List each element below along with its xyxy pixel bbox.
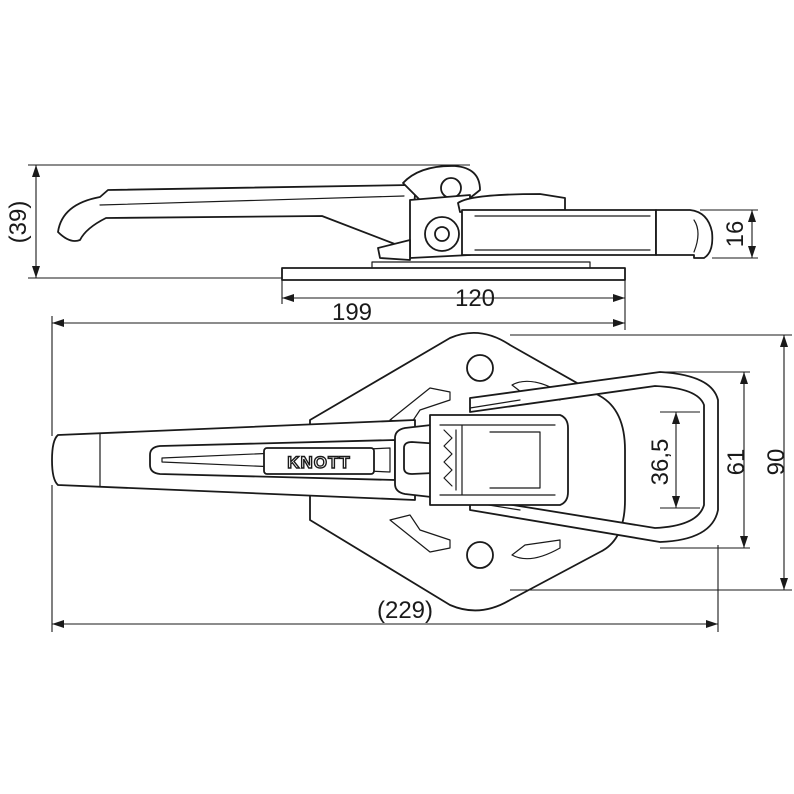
dim-hook-height: 16 — [700, 209, 758, 259]
dim-inner-width: 36,5 — [647, 411, 700, 509]
inner-width-label: 36,5 — [647, 439, 674, 486]
brand-plate: KNOTT — [263, 447, 375, 475]
side-strap-inner — [474, 215, 651, 251]
side-view — [57, 165, 714, 281]
mechanism-detail — [439, 424, 556, 496]
side-hook-inner — [693, 219, 699, 253]
dimensions: (39) 16 120 199 — [5, 164, 792, 632]
dim-height-side: (39) — [5, 164, 470, 279]
side-lower-lug — [377, 239, 411, 261]
mount-hole-bottom — [466, 541, 494, 569]
height-side-label: (39) — [5, 201, 32, 244]
side-main-pivot-inner — [434, 226, 450, 242]
hole-spacing-label: 61 — [723, 449, 750, 476]
length-to-pivot-label: 199 — [332, 299, 372, 326]
mechanism-body — [429, 414, 569, 506]
side-base-step — [371, 261, 591, 269]
side-handle — [57, 184, 416, 251]
brand-label: KNOTT — [287, 453, 351, 472]
dim-hole-spacing: 61 — [660, 371, 750, 549]
dim-overall-length: (229) — [51, 485, 719, 632]
overall-length-label: (229) — [377, 597, 433, 624]
mount-hole-top — [466, 354, 494, 382]
side-bar — [457, 193, 566, 213]
side-hook — [655, 209, 714, 259]
mechanism-spring — [443, 429, 457, 491]
plate-width-label: 90 — [763, 449, 790, 476]
dim-base-length: 120 — [281, 280, 626, 330]
side-pivot-pin — [440, 177, 462, 199]
brand-plate-bg — [263, 447, 375, 475]
side-strap — [461, 209, 657, 256]
wire-loop-outer — [469, 371, 719, 543]
side-handle-edge — [99, 195, 405, 206]
dim-length-to-pivot: 199 — [51, 299, 625, 436]
base-length-label: 120 — [455, 285, 495, 312]
top-view: KNOTT — [51, 332, 719, 612]
dim-plate-width: 90 — [510, 334, 792, 591]
hook-height-label: 16 — [722, 221, 749, 248]
side-base-plate — [281, 267, 626, 281]
